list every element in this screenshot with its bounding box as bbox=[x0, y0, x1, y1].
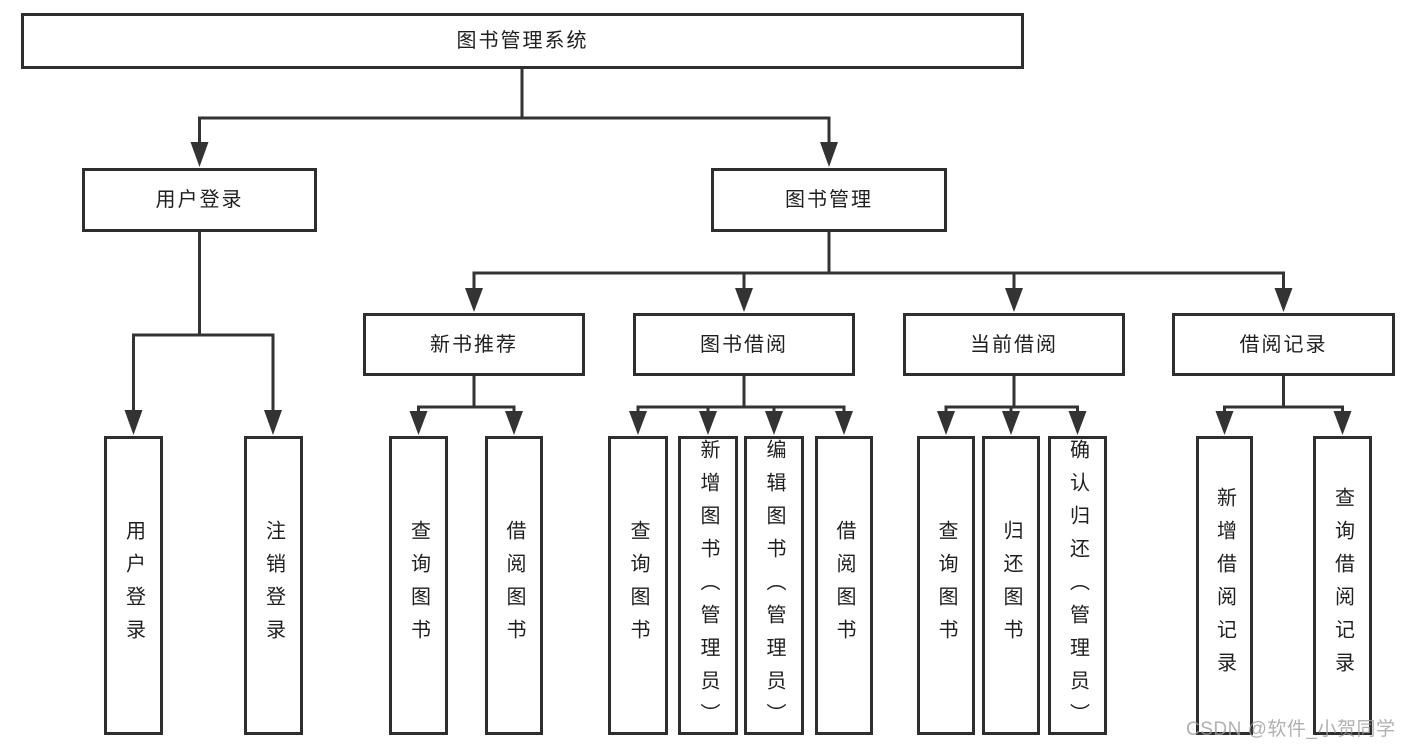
connector-current-to-leaves bbox=[937, 374, 1087, 435]
module-node-current-borrow: 当前借阅 bbox=[903, 313, 1125, 376]
leaf-node-confirm-return-admin: 确认归还（管理员） bbox=[1048, 436, 1107, 736]
connector-recommend-to-leaves bbox=[409, 374, 523, 435]
connector-login-to-leaves bbox=[124, 230, 282, 435]
connector-records-to-leaves bbox=[1215, 374, 1352, 435]
branch-node-user-login: 用户登录 bbox=[82, 168, 317, 232]
leaf-node-query-books-current: 查询图书 bbox=[917, 436, 975, 735]
leaf-node-user-login: 用户登录 bbox=[104, 436, 163, 735]
leaf-node-query-books-recommend: 查询图书 bbox=[389, 436, 448, 735]
leaf-node-borrow-books-borrow: 借阅图书 bbox=[815, 436, 873, 735]
connector-borrow-to-leaves bbox=[629, 374, 853, 435]
module-node-book-borrow: 图书借阅 bbox=[633, 313, 855, 376]
connector-management-to-modules bbox=[465, 230, 1293, 312]
module-node-new-book-recommend: 新书推荐 bbox=[363, 313, 585, 376]
leaf-node-query-books-borrow: 查询图书 bbox=[608, 436, 668, 735]
module-node-borrow-records: 借阅记录 bbox=[1172, 313, 1395, 376]
leaf-node-query-borrow-record: 查询借阅记录 bbox=[1313, 436, 1372, 735]
csdn-watermark: CSDN @软件_小贺同学 bbox=[1186, 719, 1396, 740]
root-node-system-title: 图书管理系统 bbox=[21, 13, 1024, 69]
leaf-node-logout: 注销登录 bbox=[244, 436, 303, 735]
leaf-node-add-books-admin: 新增图书（管理员） bbox=[678, 436, 738, 736]
leaf-node-borrow-books-recommend: 借阅图书 bbox=[485, 436, 543, 735]
connector-root-to-branches bbox=[190, 67, 838, 167]
branch-node-book-management: 图书管理 bbox=[711, 168, 947, 232]
leaf-node-edit-books-admin: 编辑图书（管理员） bbox=[744, 436, 804, 736]
leaf-node-add-borrow-record: 新增借阅记录 bbox=[1196, 436, 1253, 735]
leaf-node-return-books: 归还图书 bbox=[982, 436, 1040, 735]
